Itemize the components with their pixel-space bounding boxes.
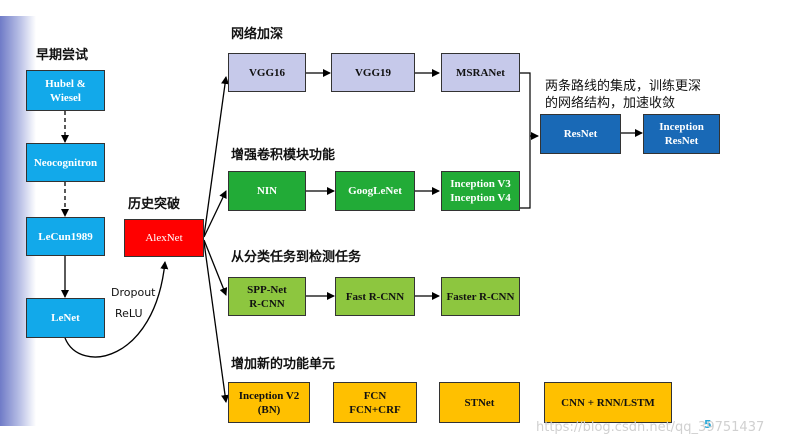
label-conv-module: 增强卷积模块功能 [231,148,336,163]
node-vgg19: VGG19 [331,53,415,92]
node-inception-v3-v4: Inception V3 Inception V4 [441,171,520,211]
arrow-alexnet-spp [203,239,228,296]
node-fast-rcnn: Fast R-CNN [335,277,415,316]
node-googlenet: GoogLeNet [335,171,415,211]
arrow-alexnet-vgg16 [203,76,230,237]
node-fcn: FCN FCN+CRF [333,382,417,423]
label-dropout: Dropout [111,286,156,299]
node-nin: NIN [228,171,306,211]
label-relu: ReLU [115,307,143,320]
node-inception-v2: Inception V2 (BN) [228,382,310,423]
label-breakthrough: 历史突破 [128,197,181,212]
node-stnet: STNet [439,382,520,423]
node-msranet: MSRANet [441,53,520,92]
label-deeper: 网络加深 [231,27,284,42]
node-spp-net: SPP-Net R-CNN [228,277,306,316]
node-hubel-wiesel: Hubel & Wiesel [26,70,105,111]
node-vgg16: VGG16 [228,53,306,92]
label-merge-note: 两条路线的集成，训练更深 的网络结构，加速收敛 [545,79,702,111]
node-lenet: LeNet [26,298,105,338]
node-inception-resnet: Inception ResNet [643,114,720,154]
page-number: 5 [704,418,712,431]
arrow-lenet-alexnet [64,261,169,358]
node-resnet: ResNet [540,114,621,154]
node-faster-rcnn: Faster R-CNN [441,277,520,316]
label-early-attempts: 早期尝试 [36,48,89,63]
node-lecun1989: LeCun1989 [26,217,105,256]
label-new-units: 增加新的功能单元 [231,357,336,372]
node-cnn-rnn-lstm: CNN + RNN/LSTM [544,382,672,423]
watermark-text: https://blog.csdn.net/qq_39751437 [536,420,765,435]
label-detection: 从分类任务到检测任务 [231,250,362,265]
node-neocognitron: Neocognitron [26,143,105,182]
node-alexnet: AlexNet [124,219,204,257]
arrow-alexnet-nin [203,190,227,238]
merge-bracket [520,72,531,209]
arrow-alexnet-inceptionv2 [203,241,230,403]
